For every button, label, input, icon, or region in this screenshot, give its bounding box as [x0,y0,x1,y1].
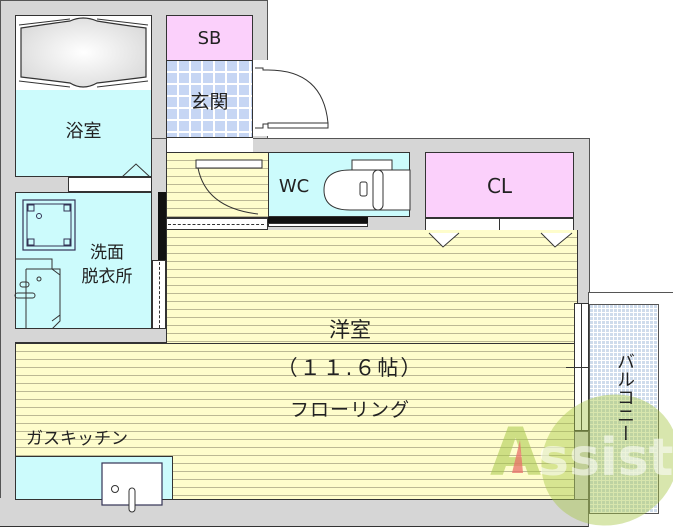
wc-wall-thick [268,217,368,223]
western-room-label: 洋室 [329,318,371,342]
washroom-label-line1: 洗面 [90,242,124,263]
closet-door-swing-icons [428,232,573,248]
wash-basin-icon [14,258,61,330]
balcony-window-handle [566,367,600,368]
svg-text:A: A [490,414,541,491]
wall-bottom-strip [0,498,590,527]
storage-box-label: SB [197,27,222,49]
kitchen-sink-icon [101,462,163,513]
entrance-label: 玄関 [190,90,229,113]
wc-wall-base [268,223,368,227]
room-entrance [166,61,253,138]
washroom-label-line2: 脱衣所 [81,266,133,287]
bathroom-door-threshold [68,177,152,192]
washroom-rail-dash [159,262,160,328]
toilet-label: WC [278,175,310,197]
closet-label: CL [486,174,513,198]
wc-door-swing-icon [195,159,263,215]
room-closet [425,152,574,218]
wall-below-washroom [15,329,166,343]
entrance-door-swing-icon [253,60,329,136]
bathroom-label: 浴室 [65,121,102,142]
room-washroom [15,192,152,329]
bathroom-door-step-icon [121,163,151,178]
room-balcony [589,304,659,514]
bathtub-icon [18,17,149,88]
kitchen-label: ガスキッチン [26,429,128,449]
western-room-flooring: フローリング [289,398,410,421]
svg-text:ssist: ssist [538,428,673,488]
washroom-door-black [158,192,166,260]
toilet-fixture-icon [323,159,411,211]
assist-watermark-logo: A ssist [490,394,673,526]
room-western-lower [15,343,578,500]
washing-machine-icon [22,199,76,251]
balcony-wall-post [574,431,589,500]
balcony-label: バルコニー [614,352,635,442]
hallway-rail-dash [168,224,264,225]
room-storage-box [166,15,253,61]
room-bathroom [15,90,152,177]
western-room-size: （１１.６帖） [276,356,424,380]
entrance-step [166,138,253,152]
